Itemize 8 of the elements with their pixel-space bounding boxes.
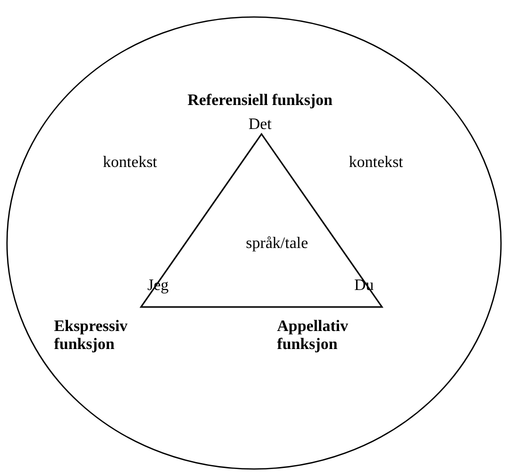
context-label: kontekst xyxy=(102,154,158,172)
center-text: språk/tale xyxy=(246,235,308,253)
context-label: kontekst xyxy=(348,154,404,172)
function-label: Ekspressiv funksjon xyxy=(54,318,129,354)
circle-outline xyxy=(6,16,502,470)
vertex-label: Det xyxy=(248,116,272,134)
function-label: Appellativ funksjon xyxy=(277,318,350,354)
function-label: Referensiell funksjon xyxy=(187,92,333,110)
